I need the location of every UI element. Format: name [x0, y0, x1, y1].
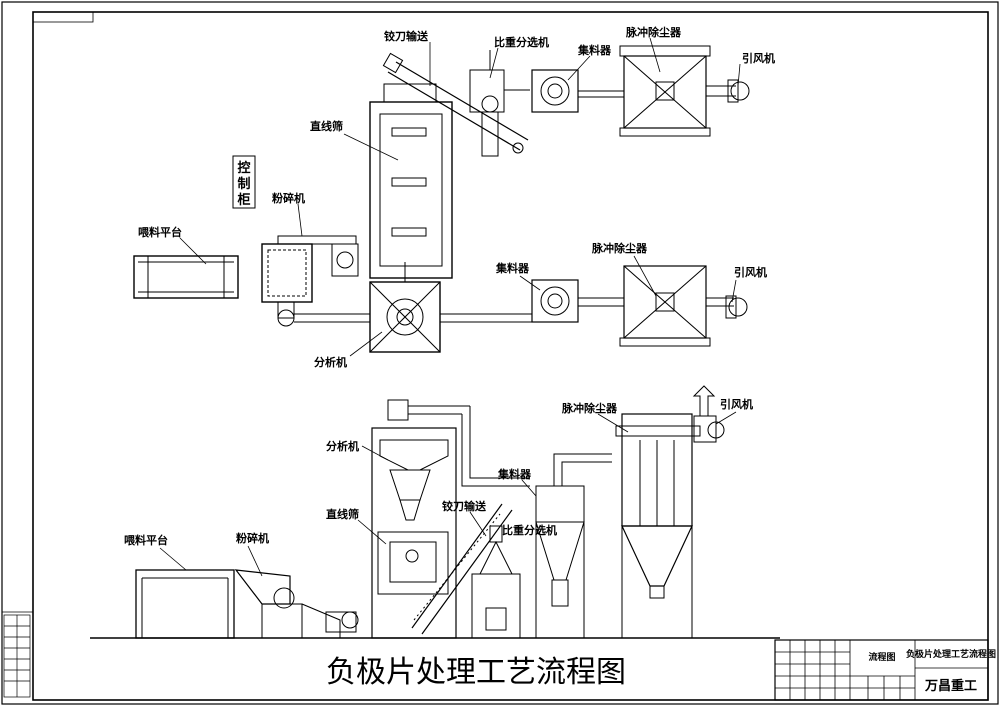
induced-fan-elevation: [692, 385, 725, 443]
label-linear-screen-elevation: 直线筛: [326, 507, 359, 521]
pulse-dust-collector-elevation: [615, 413, 701, 638]
label-pulse-dust-collector-elevation: 脉冲除尘器: [561, 401, 618, 415]
title-block-drawing-name: 流程图: [868, 651, 895, 663]
screw-conveyor-top: [382, 52, 529, 154]
gravity-separator-elevation: [471, 525, 521, 639]
label-crusher-plan: 粉碎机: [272, 191, 305, 205]
label-collector-middle: 集料器: [495, 261, 530, 275]
induced-fan-top: [727, 79, 750, 103]
label-feeding-platform-plan: 喂料平台: [138, 225, 182, 239]
label-analyzer-plan: 分析机: [314, 355, 347, 369]
label-collector-elevation: 集料器: [497, 467, 532, 481]
analyzer-plan: [369, 262, 441, 353]
label-crusher-elevation: 粉碎机: [236, 531, 269, 545]
linear-screen-top: [369, 83, 453, 279]
left-side-table: [3, 614, 31, 698]
title-block-drawing-title: 负极片处理工艺流程图: [906, 648, 996, 660]
analyzer-tower: [371, 399, 471, 639]
label-analyzer-elevation: 分析机: [326, 439, 359, 453]
title-block: 流程图 负极片处理工艺流程图 万昌重工: [774, 639, 996, 701]
crusher-elevation: [234, 569, 359, 639]
feeding-platform-plan: [133, 255, 239, 299]
label-screw-conveyor-top: 铰刀输送: [384, 29, 429, 43]
label-induced-fan-middle: 引风机: [734, 265, 767, 279]
feeding-platform-elevation: [135, 569, 235, 639]
control-cabinet-label: 控制柜: [236, 160, 250, 208]
label-screw-conveyor-elevation: 铰刀输送: [442, 499, 487, 513]
label-induced-fan-top: 引风机: [742, 51, 775, 65]
plan-middle-line: [133, 235, 748, 353]
label-gravity-separator-top: 比重分选机: [494, 35, 549, 49]
pulse-dust-collector-top: [619, 45, 736, 137]
induced-fan-middle: [725, 295, 748, 319]
screw-conveyor-elevation: [411, 503, 513, 635]
page-title: 负极片处理工艺流程图: [326, 655, 626, 690]
label-linear-screen-top: 直线筛: [310, 119, 343, 133]
label-feeding-platform-elevation: 喂料平台: [124, 533, 168, 547]
control-cabinet-box: [232, 155, 256, 209]
collector-elevation: [535, 453, 612, 638]
crusher-plan: [261, 235, 359, 327]
label-collector-top: 集料器: [577, 43, 612, 57]
collector-middle: [531, 279, 624, 323]
label-pulse-dust-collector-middle: 脉冲除尘器: [591, 241, 648, 255]
label-induced-fan-elevation: 引风机: [720, 397, 753, 411]
labels: 控制柜 铰刀输送 比重分选机 集料器 脉冲除尘器 引风机 直线筛 粉碎机 喂料平…: [124, 25, 775, 690]
collector-top: [531, 69, 624, 113]
label-gravity-separator-elevation: 比重分选机: [502, 523, 557, 537]
pulse-dust-collector-middle: [619, 265, 734, 347]
leader-lines: [159, 37, 741, 577]
gravity-separator-top: [469, 50, 530, 157]
elevation-view: [90, 385, 780, 639]
plan-top-line: [369, 45, 750, 279]
title-block-company: 万昌重工: [924, 678, 977, 694]
label-pulse-dust-collector-top: 脉冲除尘器: [625, 25, 682, 39]
